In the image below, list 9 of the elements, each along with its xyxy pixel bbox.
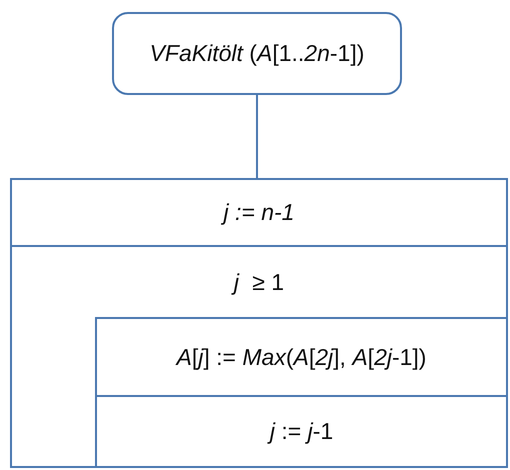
statement-text: j := n-1 [224, 199, 294, 226]
statement-text: VFaKitölt (A[1..2n-1]) [150, 40, 364, 67]
structogram-frame [10, 178, 508, 468]
start-box [112, 12, 402, 95]
statement-text: j := j-1 [270, 418, 334, 445]
statement-block [95, 317, 506, 395]
loop-condition: j ≥ 1 [12, 247, 506, 317]
statement-block [95, 395, 506, 466]
connector-line [256, 95, 258, 178]
